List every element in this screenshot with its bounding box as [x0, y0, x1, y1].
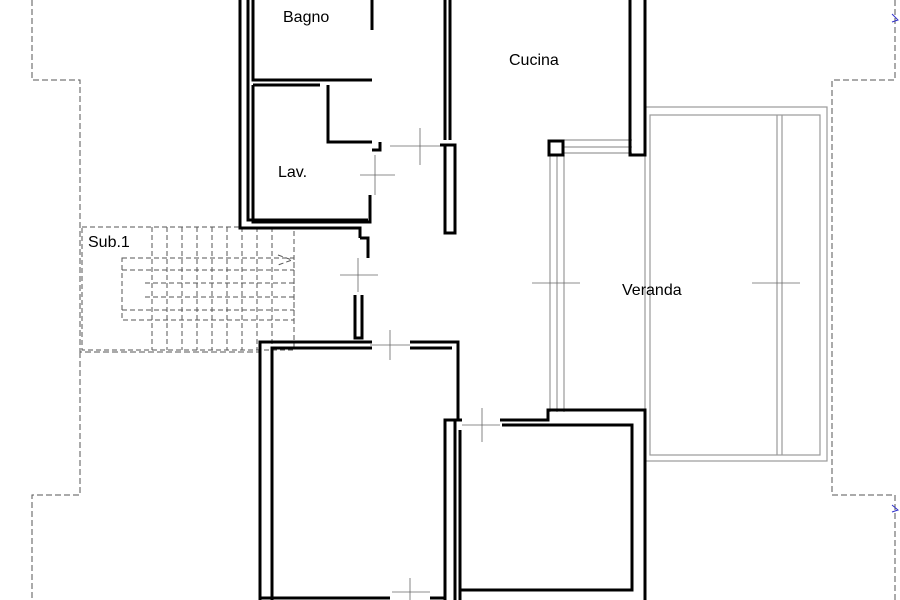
label-bagno: Bagno [283, 9, 329, 26]
label-subalterno: Sub.1 [88, 234, 130, 251]
label-lavanderia: Lav. [278, 164, 307, 181]
label-cucina: Cucina [509, 52, 559, 69]
staircase [81, 226, 295, 351]
door-markers [340, 128, 800, 600]
label-veranda: Veranda [622, 282, 682, 299]
walls [238, 0, 647, 600]
border-marks [891, 13, 900, 513]
dashed-boundaries [31, 0, 896, 600]
veranda-outline [549, 106, 828, 462]
